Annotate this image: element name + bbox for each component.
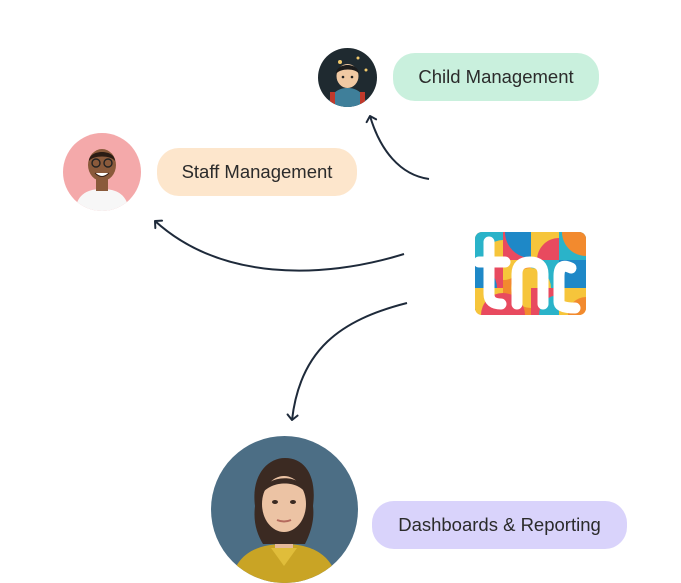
- arrow-to-child-management: [365, 115, 430, 180]
- dashboards-reporting-pill[interactable]: Dashboards & Reporting: [372, 501, 627, 549]
- staff-avatar: [63, 133, 141, 211]
- staff-management-label: Staff Management: [181, 161, 333, 182]
- arrow-to-dashboards: [286, 302, 408, 421]
- staff-management-pill[interactable]: Staff Management: [157, 148, 357, 196]
- child-management-label: Child Management: [418, 66, 574, 87]
- arrow-to-staff-management: [154, 219, 405, 272]
- tnc-logo-icon: [475, 232, 586, 315]
- child-management-pill[interactable]: Child Management: [393, 53, 599, 101]
- dashboards-avatar: [211, 436, 358, 583]
- dashboards-reporting-label: Dashboards & Reporting: [398, 514, 601, 535]
- child-avatar: [318, 48, 377, 107]
